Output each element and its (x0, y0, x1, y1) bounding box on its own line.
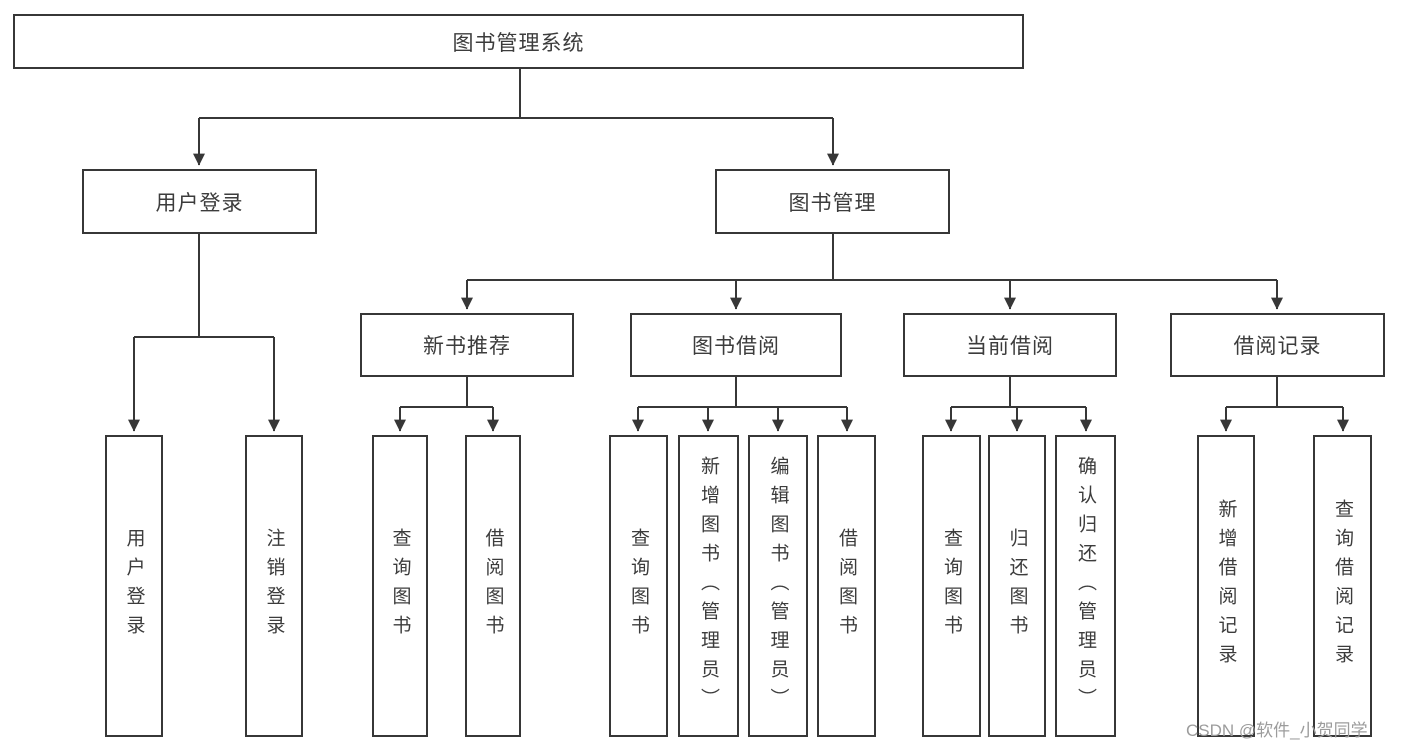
node-book-borrowing: 图书借阅 (630, 313, 842, 377)
csdn-watermark: CSDN @软件_小贺同学 (1186, 721, 1368, 740)
leaf-borrow-books: 借阅图书 (817, 435, 876, 737)
node-label: 新书推荐 (423, 335, 511, 358)
node-label: 用户登录 (155, 191, 244, 215)
leaf-query-books-recommendation: 查询图书 (372, 435, 428, 737)
node-label: 查询图书 (628, 528, 649, 644)
leaf-add-books-admin: 新增图书（管理员） (678, 435, 739, 737)
leaf-return-books: 归还图书 (988, 435, 1046, 737)
leaf-query-borrowing-record: 查询借阅记录 (1313, 435, 1372, 737)
leaf-add-borrowing-record: 新增借阅记录 (1197, 435, 1255, 737)
node-label: 借阅图书 (482, 528, 504, 644)
node-label: 查询图书 (941, 528, 962, 644)
node-label: 编辑图书（管理员） (767, 455, 789, 717)
node-label: 当前借阅 (966, 335, 1054, 358)
leaf-edit-books-admin: 编辑图书（管理员） (748, 435, 808, 737)
leaf-borrow-books-recommendation: 借阅图书 (465, 435, 521, 737)
node-label: 注销登录 (263, 528, 285, 644)
node-label: 图书借阅 (692, 335, 780, 358)
node-label: 新增图书（管理员） (698, 455, 719, 717)
node-label: 用户登录 (123, 528, 145, 644)
node-label: 新增借阅记录 (1215, 499, 1237, 673)
node-current-borrowing: 当前借阅 (903, 313, 1117, 377)
node-label: 查询借阅记录 (1332, 499, 1353, 673)
node-book-management: 图书管理 (715, 169, 950, 234)
leaf-query-books-borrowing: 查询图书 (609, 435, 668, 737)
leaf-user-login: 用户登录 (105, 435, 163, 737)
leaf-logout: 注销登录 (245, 435, 303, 737)
node-library-management-system: 图书管理系统 (13, 14, 1024, 69)
leaf-confirm-return-admin: 确认归还（管理员） (1055, 435, 1116, 737)
leaf-query-books-current: 查询图书 (922, 435, 981, 737)
node-label: 借阅记录 (1233, 335, 1322, 358)
node-label: 图书管理系统 (452, 31, 585, 55)
node-label: 归还图书 (1006, 528, 1028, 644)
node-label: 确认归还（管理员） (1075, 455, 1096, 717)
node-user-login: 用户登录 (82, 169, 317, 234)
node-label: 图书管理 (788, 191, 877, 215)
node-borrowing-records: 借阅记录 (1170, 313, 1385, 377)
node-label: 借阅图书 (836, 528, 857, 644)
node-new-book-recommendation: 新书推荐 (360, 313, 574, 377)
node-label: 查询图书 (389, 528, 411, 644)
